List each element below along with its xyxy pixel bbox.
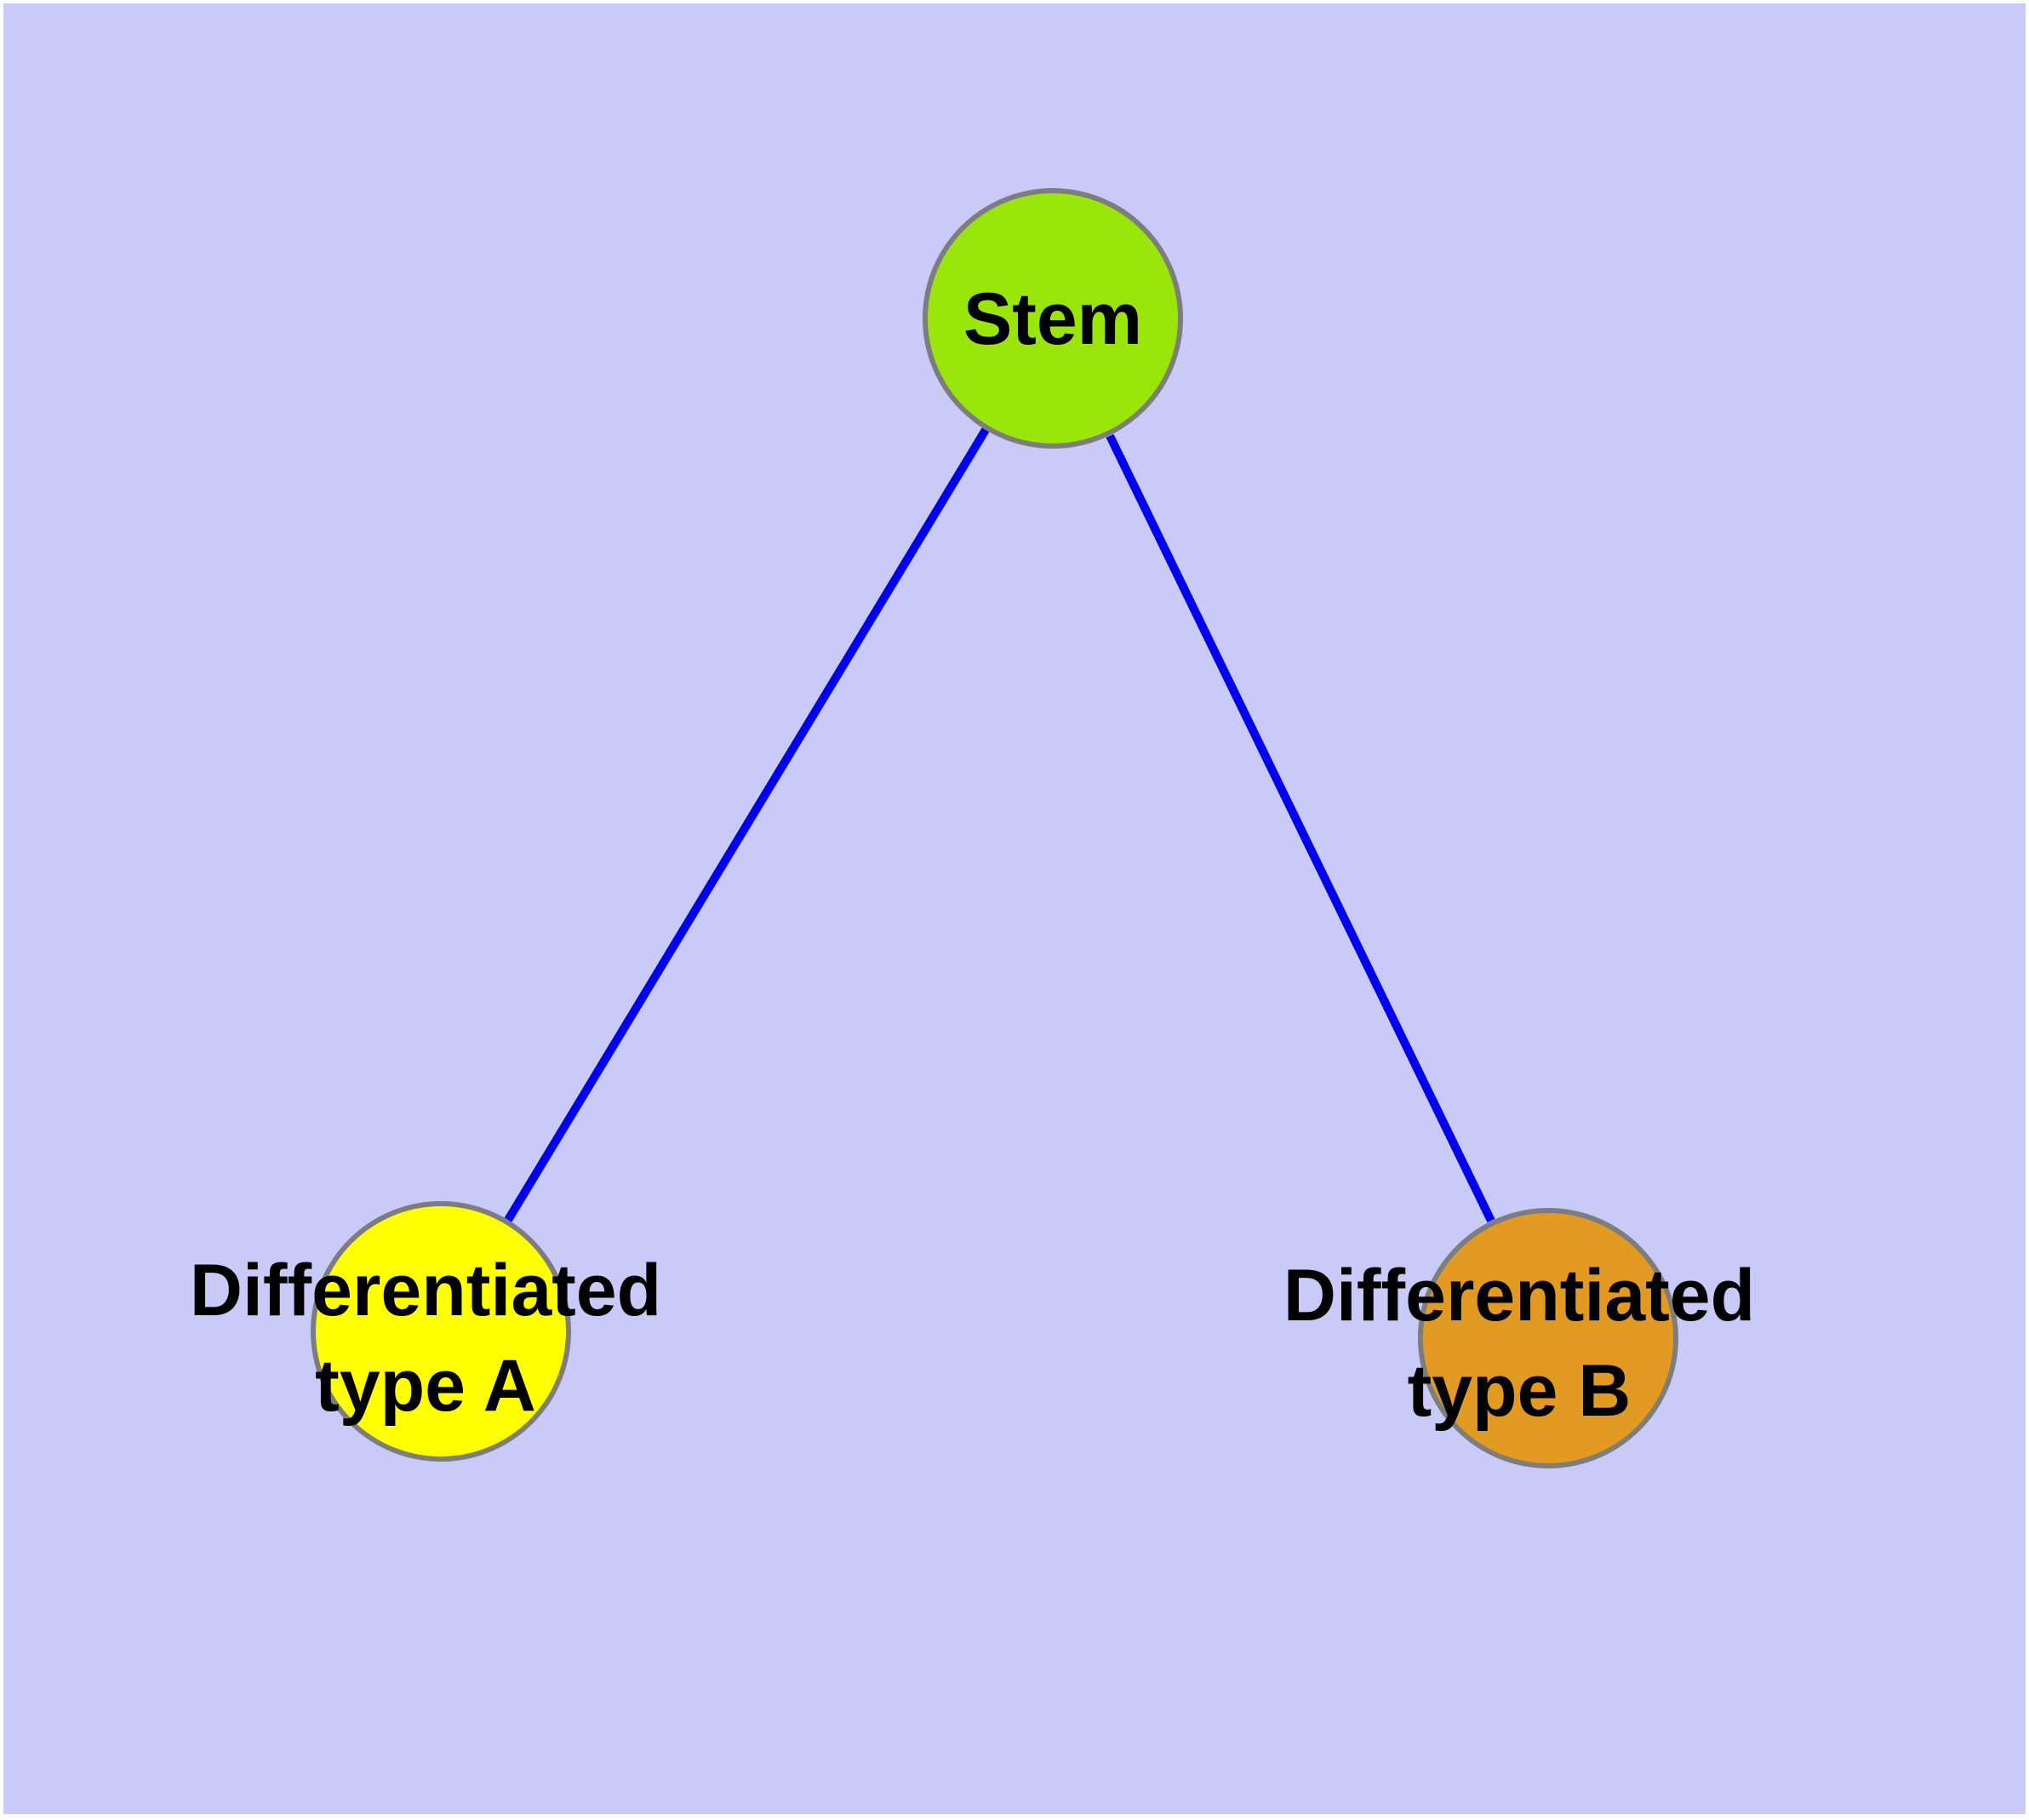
node-label-stem: Stem — [963, 272, 1142, 367]
node-differentiated-type-b — [1418, 1208, 1678, 1468]
node-label-differentiated-type-b: Differentiated type B — [1283, 1248, 1755, 1439]
node-differentiated-type-a — [311, 1201, 571, 1462]
edge-stem-to-differentiated-type-a — [504, 427, 990, 1222]
node-label-line: Differentiated — [189, 1250, 662, 1331]
node-stem — [923, 188, 1183, 449]
node-label-line: Stem — [963, 278, 1143, 360]
node-label-line: type A — [315, 1345, 536, 1427]
node-label-line: Differentiated — [1283, 1255, 1756, 1336]
node-label-differentiated-type-a: Differentiated type A — [190, 1243, 661, 1434]
edge-stem-to-differentiated-type-b — [1106, 433, 1495, 1223]
node-label-line: type B — [1407, 1350, 1632, 1432]
